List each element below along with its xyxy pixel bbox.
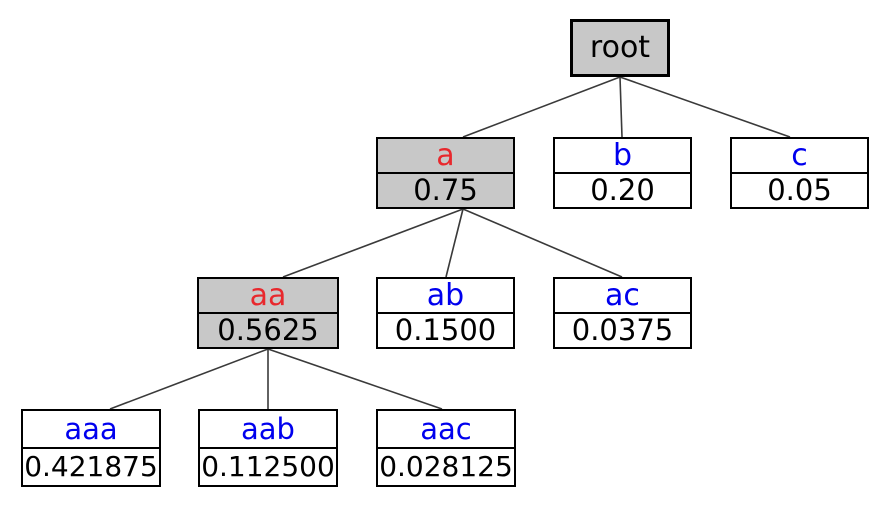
- node-label-b: b: [612, 137, 633, 173]
- tree-edge-root-to-a: [462, 76, 621, 138]
- tree-node-root[interactable]: root: [570, 19, 670, 77]
- node-value-a: 0.75: [378, 172, 513, 207]
- node-label-aab: aab: [241, 411, 295, 446]
- node-label-aa: aa: [249, 277, 287, 313]
- node-value-aab: 0.112500: [200, 447, 336, 485]
- tree-edge-aa-to-aaa: [109, 348, 269, 410]
- tree-edge-a-to-aa: [282, 208, 464, 278]
- node-label-c: c: [791, 137, 808, 173]
- node-label-root: root: [589, 30, 651, 65]
- node-label-a: a: [436, 137, 455, 173]
- node-value-aaa: 0.421875: [23, 447, 159, 485]
- node-label-aaa: aaa: [64, 411, 118, 446]
- node-value-c: 0.05: [732, 172, 867, 207]
- tree-edge-a-to-ab: [445, 208, 464, 278]
- node-value-aa: 0.5625: [199, 312, 337, 347]
- tree-edge-a-to-ac: [462, 208, 623, 278]
- node-label-ab: ab: [426, 277, 465, 313]
- node-label-aac: aac: [420, 411, 472, 446]
- tree-edge-root-to-b: [619, 76, 623, 138]
- node-value-aac: 0.028125: [378, 447, 514, 485]
- node-label-ac: ac: [605, 277, 640, 313]
- tree-edge-aa-to-aac: [267, 348, 443, 410]
- node-value-b: 0.20: [555, 172, 690, 207]
- node-value-ab: 0.1500: [378, 312, 513, 347]
- tree-edge-root-to-c: [619, 76, 791, 138]
- node-value-ac: 0.0375: [555, 312, 690, 347]
